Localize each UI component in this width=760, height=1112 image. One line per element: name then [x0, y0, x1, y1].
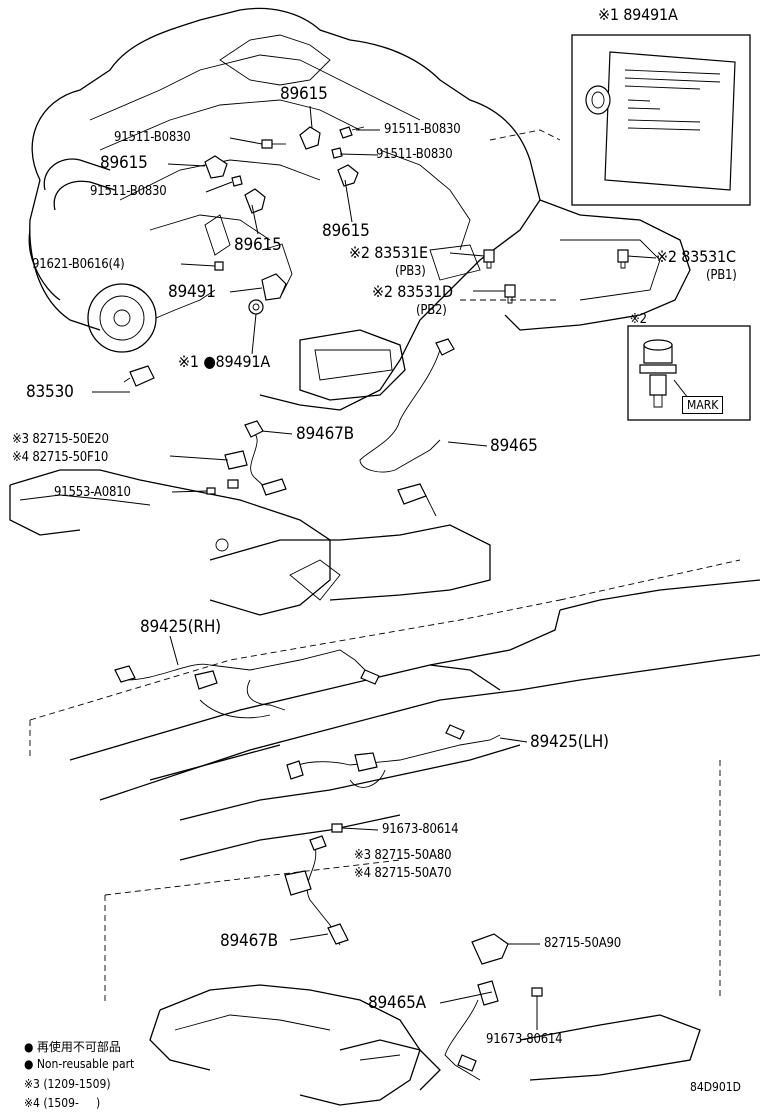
callout-83531D-sub: (PB2): [416, 303, 447, 318]
sensor-parts: [123, 126, 629, 387]
callout-89425RH[interactable]: 89425(RH): [140, 617, 221, 637]
callout-91511-d[interactable]: 91511-B0830: [90, 184, 167, 199]
legend-note-3: ※3 (1209-1509): [24, 1077, 111, 1091]
engine-illustration: [28, 7, 691, 411]
callout-89615-c[interactable]: 89615: [234, 235, 282, 255]
callout-89465[interactable]: 89465: [490, 436, 538, 456]
callout-89615-b[interactable]: 89615: [100, 153, 148, 173]
callout-91673-a[interactable]: 91673-80614: [382, 822, 459, 837]
callout-83531E-sub: (PB3): [395, 264, 426, 279]
legend-note-4: ※4 (1509- ): [24, 1096, 101, 1110]
legend-non-reusable-en: ● Non-reusable part: [24, 1057, 135, 1071]
callout-89465A[interactable]: 89465A: [368, 993, 426, 1013]
callout-91511-b[interactable]: 91511-B0830: [384, 122, 461, 137]
callout-91621[interactable]: 91621-B0616(4): [32, 257, 125, 272]
callout-91511-a[interactable]: 91511-B0830: [114, 130, 191, 145]
detail-box-illustration: [627, 325, 751, 421]
callout-91511-c[interactable]: 91511-B0830: [376, 147, 453, 162]
callout-89467B-lower[interactable]: 89467B: [220, 931, 278, 951]
label-sheet-illustration: [571, 34, 751, 206]
callout-91673-b[interactable]: 91673-80614: [486, 1032, 563, 1047]
callout-82715-50F10[interactable]: ※4 82715-50F10: [12, 450, 109, 465]
callout-83530[interactable]: 83530: [26, 382, 74, 402]
callout-83531C-sub: (PB1): [706, 268, 737, 283]
callout-89615-d[interactable]: 89615: [322, 221, 370, 241]
callout-83531C[interactable]: ※2 83531C: [656, 247, 736, 266]
detail-box-ref: ※2: [630, 312, 647, 327]
callout-89491A[interactable]: ※1 ●89491A: [178, 352, 270, 371]
callout-89467B-upper[interactable]: 89467B: [296, 424, 354, 444]
lower-manifold-illustration: [149, 823, 701, 1106]
callout-83531E[interactable]: ※2 83531E: [349, 243, 428, 262]
label-sheet-callout[interactable]: ※1 89491A: [598, 5, 678, 24]
callout-91553[interactable]: 91553-A0810: [54, 485, 131, 500]
callout-89491[interactable]: 89491: [168, 282, 216, 302]
callout-82715-50A80[interactable]: ※3 82715-50A80: [354, 848, 452, 863]
callout-83531D[interactable]: ※2 83531D: [372, 282, 453, 301]
diagram-code: 84D901D: [690, 1080, 741, 1094]
callout-82715-50E20[interactable]: ※3 82715-50E20: [12, 432, 109, 447]
legend-non-reusable-jp: ● 再使用不可部品: [24, 1040, 121, 1054]
mark-label: MARK: [682, 396, 724, 414]
callout-89615-a[interactable]: 89615: [280, 84, 328, 104]
callout-82715-50A70[interactable]: ※4 82715-50A70: [354, 866, 452, 881]
leader-lines: [92, 105, 657, 1030]
manifold-illustration: [9, 338, 491, 616]
callout-89425LH[interactable]: 89425(LH): [530, 732, 609, 752]
exhaust-pipe-illustration: [29, 559, 760, 1005]
callout-82715-50A90[interactable]: 82715-50A90: [544, 936, 621, 951]
